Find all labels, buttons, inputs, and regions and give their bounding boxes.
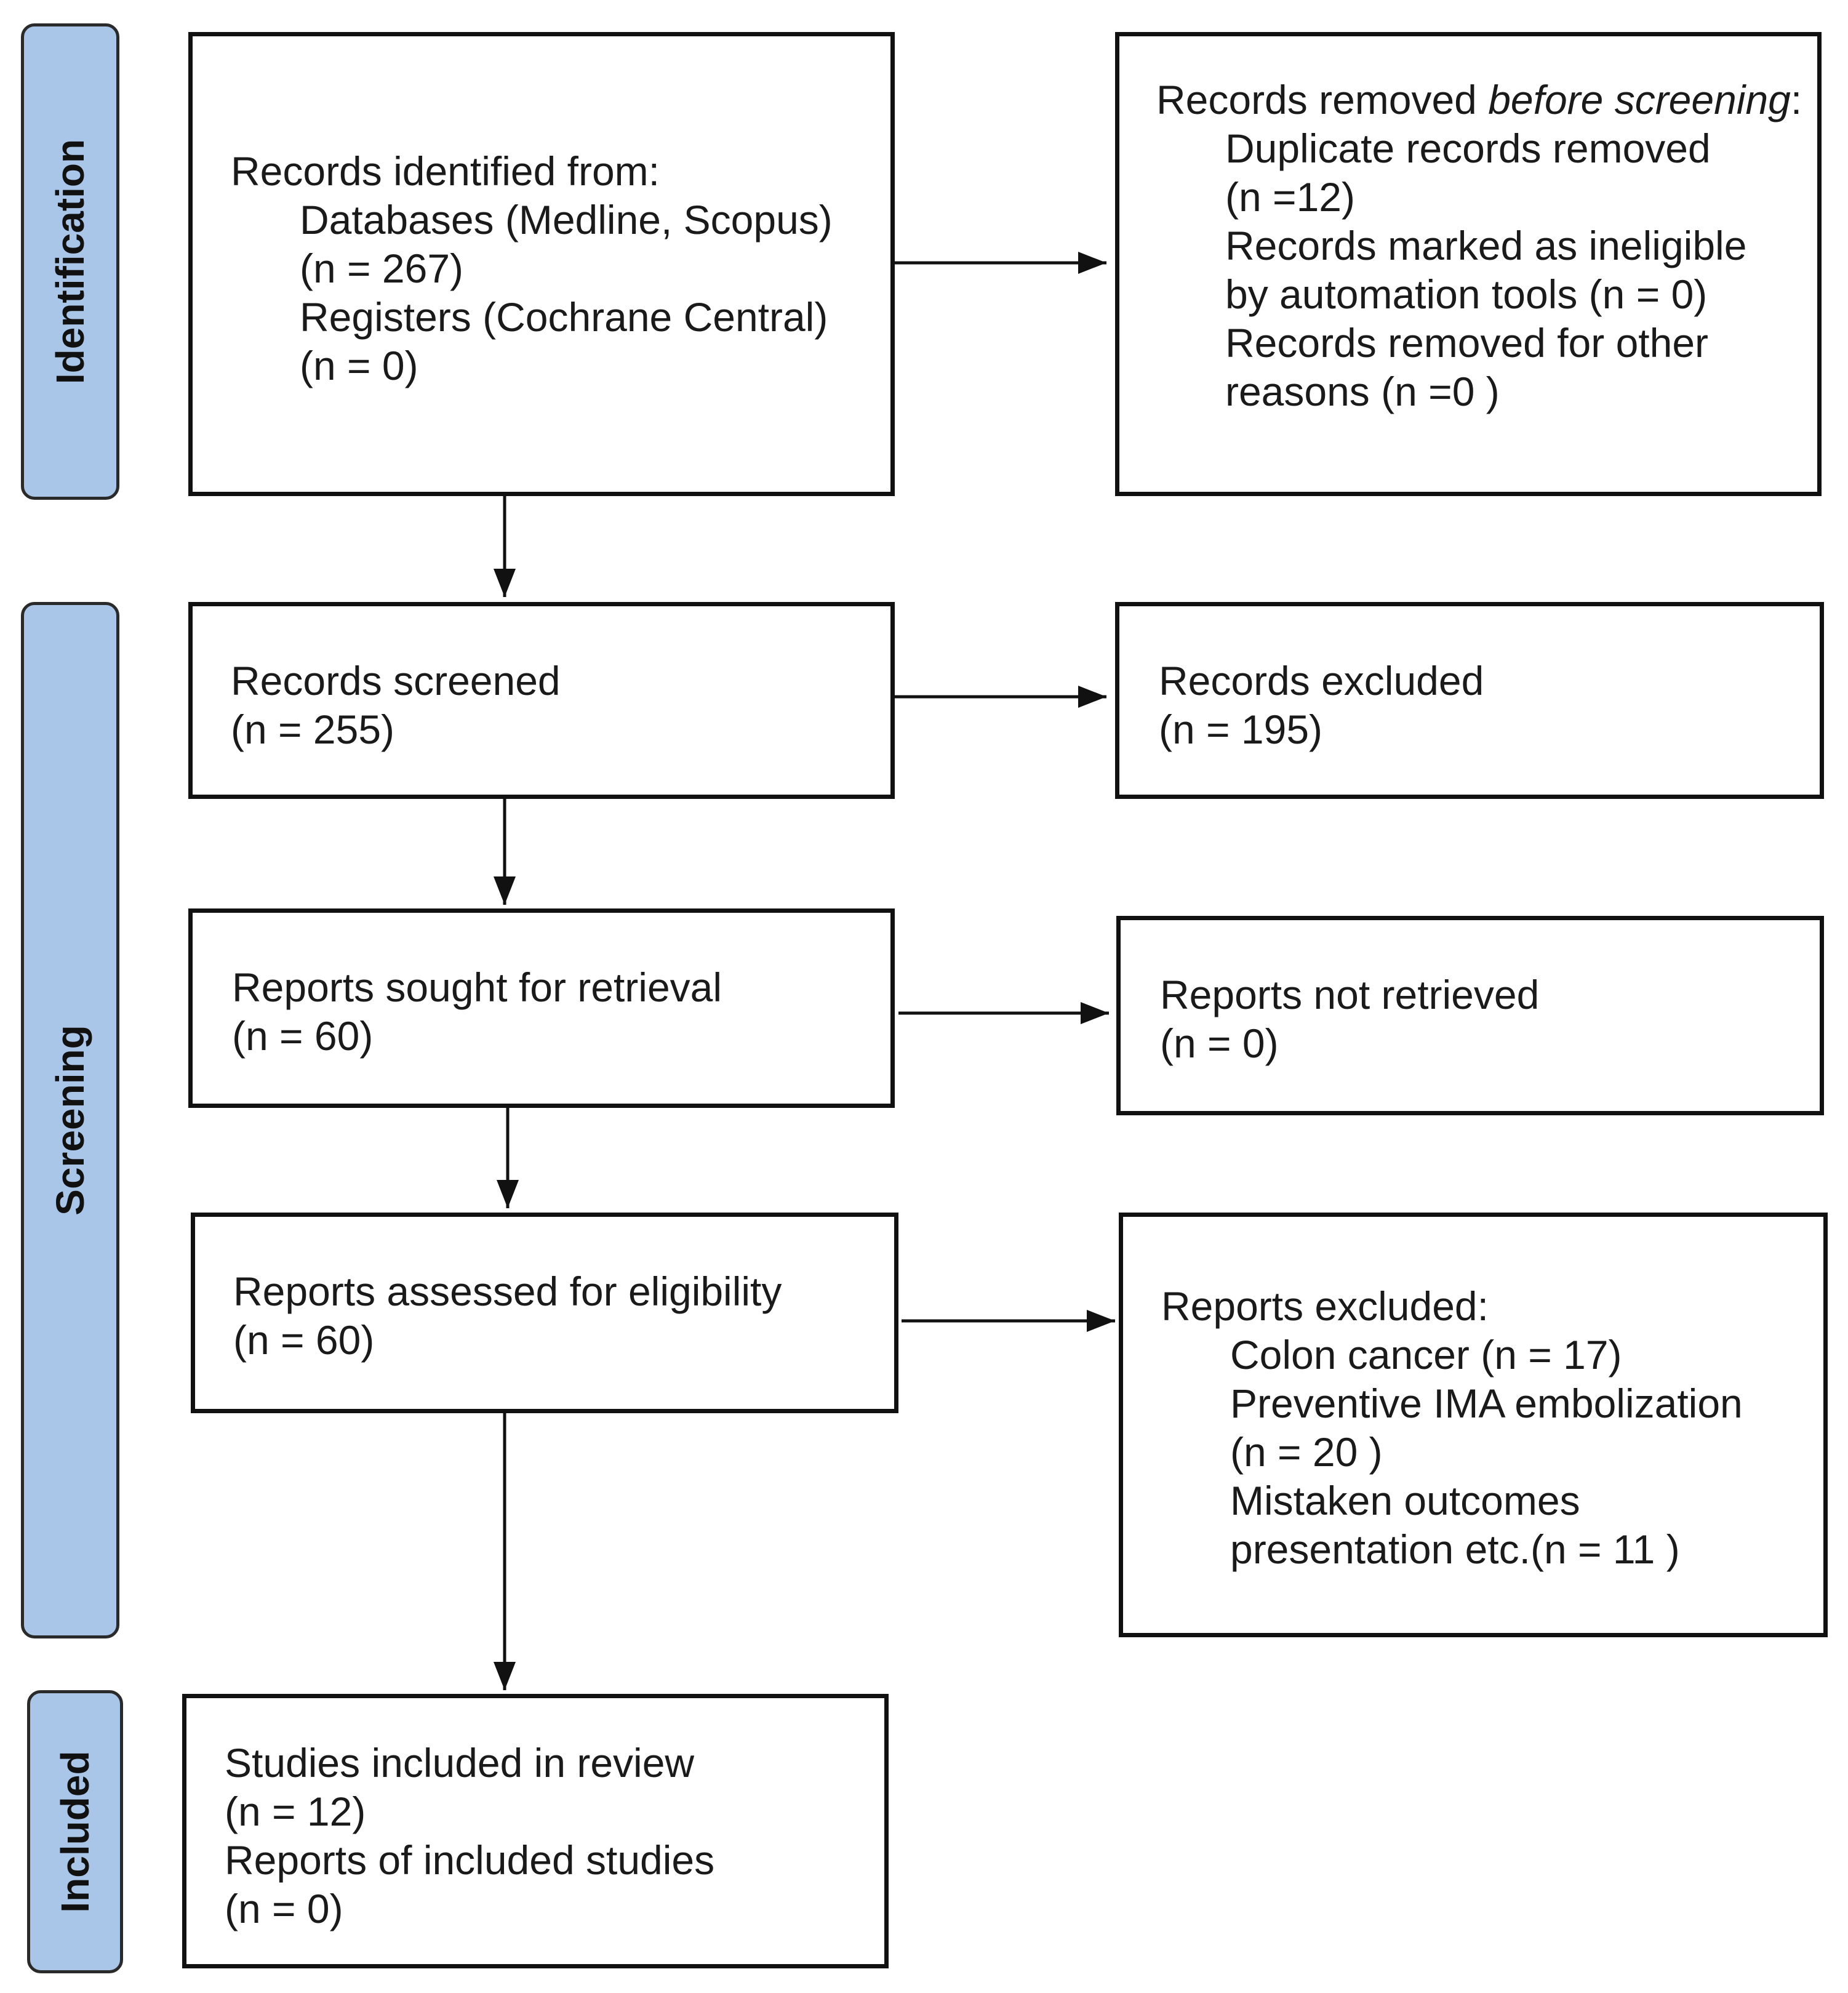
reports-assessed-label: Reports assessed for eligibility — [233, 1269, 782, 1314]
reports-assessed-box: Reports assessed for eligibility (n = 60… — [191, 1213, 898, 1413]
reports-assessed-count: (n = 60) — [233, 1317, 375, 1363]
reason-colon-cancer: Colon cancer (n = 17) — [1230, 1332, 1622, 1377]
registers-label: Registers (Cochrane Central) — [300, 294, 828, 340]
reports-not-retrieved-count: (n = 0) — [1160, 1021, 1279, 1066]
phase-screening: Screening — [21, 602, 119, 1638]
studies-included-count: (n = 12) — [225, 1789, 366, 1834]
other-reasons-label-2: reasons (n =0 ) — [1225, 369, 1500, 414]
records-screened-box: Records screened (n = 255) — [188, 602, 895, 799]
automation-label-2: by automation tools (n = 0) — [1225, 271, 1708, 317]
databases-label: Databases (Medline, Scopus) — [300, 197, 833, 243]
reports-excluded-heading: Reports excluded: — [1161, 1283, 1489, 1329]
reason-preventive-ima: Preventive IMA embolization — [1230, 1381, 1743, 1426]
reason-mistaken-outcomes: Mistaken outcomes — [1230, 1478, 1580, 1523]
phase-included: Included — [27, 1690, 123, 1973]
records-excluded-box: Records excluded (n = 195) — [1115, 602, 1824, 799]
records-screened-count: (n = 255) — [231, 707, 394, 752]
records-removed-heading-1: Records removed before screening: — [1156, 76, 1817, 124]
registers-count: (n = 0) — [300, 343, 418, 388]
studies-included-box: Studies included in review (n = 12) Repo… — [182, 1694, 889, 1968]
other-reasons-label-1: Records removed for other — [1225, 320, 1709, 366]
records-removed-heading-pre: Records removed — [1156, 77, 1489, 122]
reports-excluded-box: Reports excluded: Colon cancer (n = 17) … — [1119, 1213, 1828, 1637]
reports-sought-box: Reports sought for retrieval (n = 60) — [188, 908, 895, 1108]
included-reports-label: Reports of included studies — [225, 1837, 715, 1883]
records-identified-heading: Records identified from: — [231, 148, 660, 194]
studies-included-label: Studies included in review — [225, 1740, 695, 1786]
records-removed-heading-em: before screening — [1488, 77, 1791, 122]
reports-sought-count: (n = 60) — [232, 1013, 374, 1059]
reason-preventive-ima-count: (n = 20 ) — [1230, 1429, 1383, 1475]
reports-not-retrieved-label: Reports not retrieved — [1160, 972, 1540, 1017]
records-screened-label: Records screened — [231, 658, 561, 704]
reason-mistaken-outcomes-count: presentation etc.(n = 11 ) — [1230, 1526, 1680, 1572]
databases-count: (n = 267) — [300, 246, 463, 291]
records-removed-box: Records removed before screening: Duplic… — [1115, 32, 1822, 496]
records-excluded-label: Records excluded — [1159, 658, 1484, 704]
duplicates-count: (n =12) — [1225, 174, 1355, 220]
duplicates-label: Duplicate records removed — [1225, 126, 1711, 171]
reports-not-retrieved-box: Reports not retrieved (n = 0) — [1116, 916, 1824, 1115]
included-reports-count: (n = 0) — [225, 1886, 343, 1931]
reports-sought-label: Reports sought for retrieval — [232, 964, 722, 1010]
records-removed-heading-post: : — [1790, 77, 1802, 122]
records-identified-box: Records identified from: Databases (Medl… — [188, 32, 895, 496]
phase-identification: Identification — [21, 23, 119, 500]
automation-label-1: Records marked as ineligible — [1225, 223, 1747, 268]
records-excluded-count: (n = 195) — [1159, 707, 1322, 752]
